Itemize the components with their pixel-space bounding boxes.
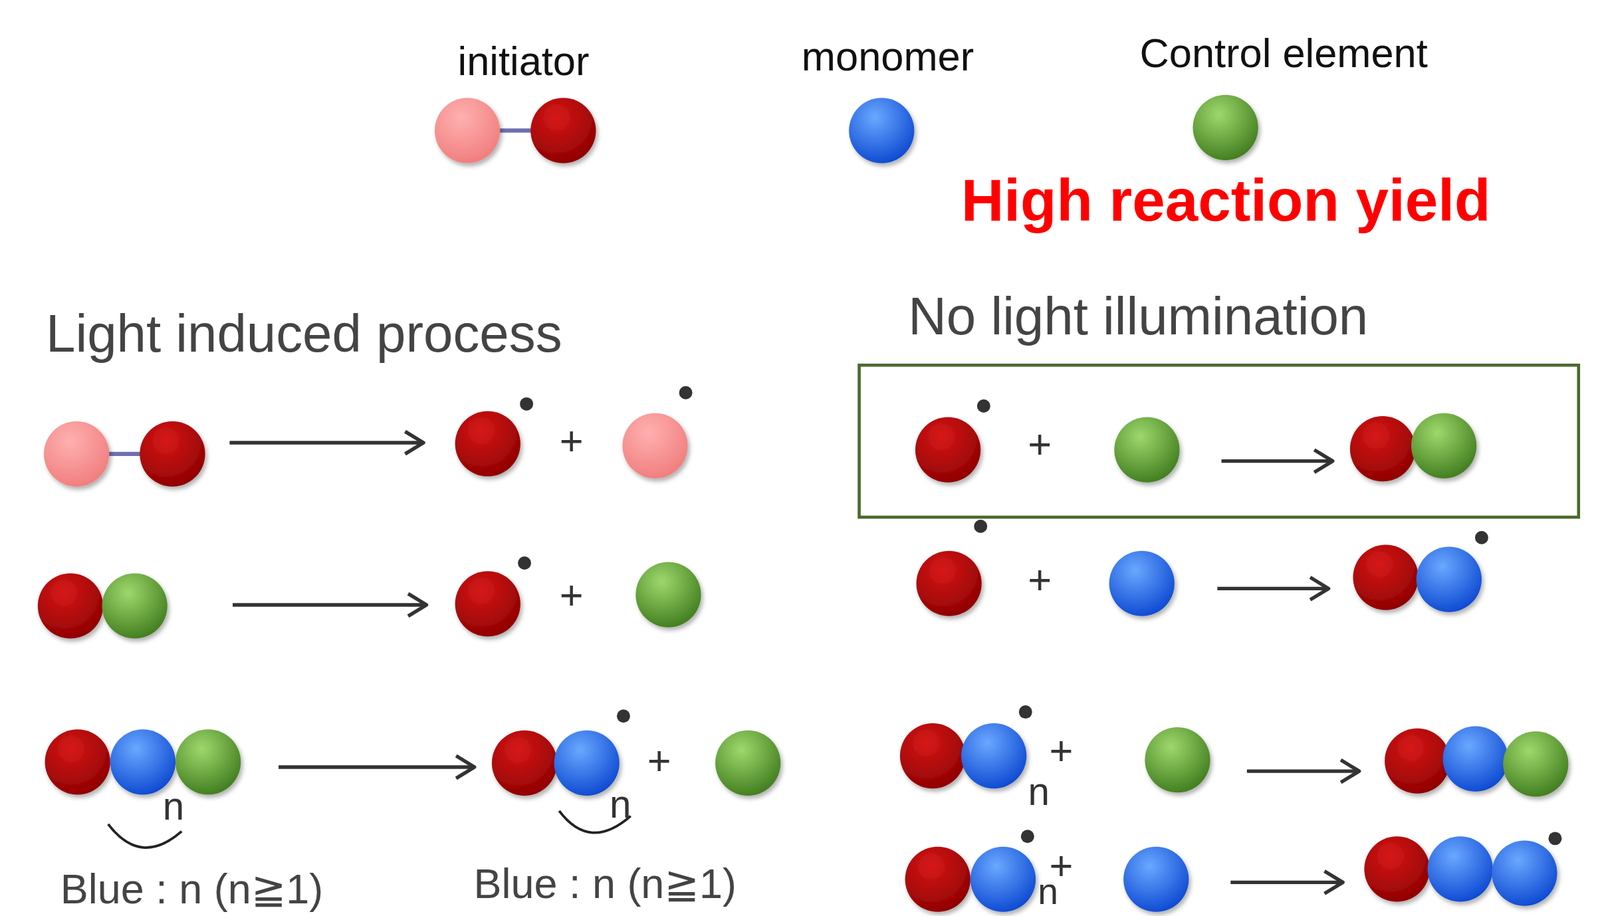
atom-ball bbox=[1350, 416, 1416, 482]
legend-label: Control element bbox=[1139, 30, 1428, 76]
radical-dot bbox=[977, 399, 991, 413]
radical-dot bbox=[1475, 531, 1489, 545]
atom-ball bbox=[139, 421, 205, 487]
atom-ball bbox=[900, 723, 966, 789]
atom-ball bbox=[915, 551, 982, 617]
highlight-text: High reaction yield bbox=[961, 168, 1491, 234]
plus-sign: + bbox=[1049, 727, 1074, 774]
atom-ball bbox=[102, 572, 168, 639]
reaction-arrow bbox=[1217, 586, 1327, 591]
reaction-arrow bbox=[232, 602, 425, 607]
atom-ball bbox=[1411, 412, 1477, 478]
atom-ball bbox=[455, 571, 521, 637]
repeat-count: n bbox=[162, 785, 185, 828]
repeat-count: n bbox=[1027, 770, 1049, 813]
atom-ball bbox=[915, 417, 981, 483]
plus-sign: + bbox=[1027, 557, 1052, 603]
atom-ball bbox=[715, 730, 781, 796]
atom-ball bbox=[1353, 544, 1419, 610]
plus-sign: + bbox=[647, 737, 672, 784]
atom-ball bbox=[1109, 551, 1175, 617]
atom-ball bbox=[1144, 727, 1210, 793]
reaction-arrow bbox=[229, 440, 422, 445]
atom-ball bbox=[554, 730, 620, 796]
atom-ball bbox=[1427, 836, 1493, 902]
repeat-count: n bbox=[1037, 871, 1059, 913]
atom-ball bbox=[1114, 417, 1180, 483]
atom-ball bbox=[970, 846, 1036, 913]
bracket bbox=[108, 824, 183, 848]
reaction-arrow bbox=[1221, 459, 1331, 463]
atom-ball bbox=[622, 412, 688, 478]
atom-ball bbox=[1384, 728, 1450, 794]
reaction-arrow bbox=[278, 765, 473, 769]
arrow-head bbox=[404, 431, 424, 455]
reaction-arrow bbox=[1247, 769, 1358, 773]
radical-dot bbox=[517, 556, 532, 570]
arrow-head bbox=[1310, 577, 1329, 601]
plus-sign: + bbox=[559, 418, 584, 464]
legend-label: monomer bbox=[801, 33, 974, 80]
atom-ball bbox=[455, 410, 521, 476]
atom-ball bbox=[1193, 95, 1259, 161]
plus-sign: + bbox=[559, 572, 584, 618]
arrow-head bbox=[1324, 870, 1344, 894]
atom-ball bbox=[1416, 547, 1482, 613]
arrow-head bbox=[1314, 450, 1333, 473]
radical-dot bbox=[616, 709, 631, 723]
legend-label: initiator bbox=[457, 38, 590, 84]
highlight-frame bbox=[859, 364, 1579, 518]
arrow-head bbox=[408, 593, 427, 617]
arrow-head bbox=[1340, 759, 1360, 783]
radical-dot bbox=[1021, 829, 1035, 843]
repeat-count: n bbox=[609, 783, 631, 826]
radical-dot bbox=[1019, 705, 1033, 719]
atom-ball bbox=[1364, 836, 1430, 902]
radical-dot bbox=[973, 519, 988, 534]
atom-ball bbox=[434, 97, 500, 163]
radical-dot bbox=[679, 386, 693, 400]
atom-ball bbox=[491, 730, 558, 796]
atom-ball bbox=[1443, 726, 1509, 792]
atom-ball bbox=[961, 723, 1027, 789]
atom-ball bbox=[905, 846, 971, 913]
section-heading: Light induced process bbox=[45, 304, 562, 363]
repeat-note: Blue : n (n≧1) bbox=[60, 866, 324, 913]
reaction-arrow bbox=[1230, 880, 1341, 885]
atom-ball bbox=[530, 97, 596, 163]
radical-dot bbox=[1548, 831, 1562, 845]
atom-ball bbox=[1123, 846, 1189, 913]
arrow-head bbox=[456, 755, 475, 779]
atom-ball bbox=[635, 562, 701, 628]
repeat-note: Blue : n (n≧1) bbox=[473, 860, 737, 907]
atom-ball bbox=[1491, 840, 1557, 906]
plus-sign: + bbox=[1027, 421, 1052, 467]
atom-ball bbox=[37, 572, 104, 639]
section-heading: No light illumination bbox=[908, 287, 1369, 346]
atom-ball bbox=[1502, 731, 1569, 797]
atom-ball bbox=[45, 729, 111, 795]
atom-ball bbox=[43, 421, 110, 487]
atom-ball bbox=[848, 97, 915, 163]
radical-dot bbox=[519, 397, 534, 411]
atom-ball bbox=[175, 729, 241, 795]
